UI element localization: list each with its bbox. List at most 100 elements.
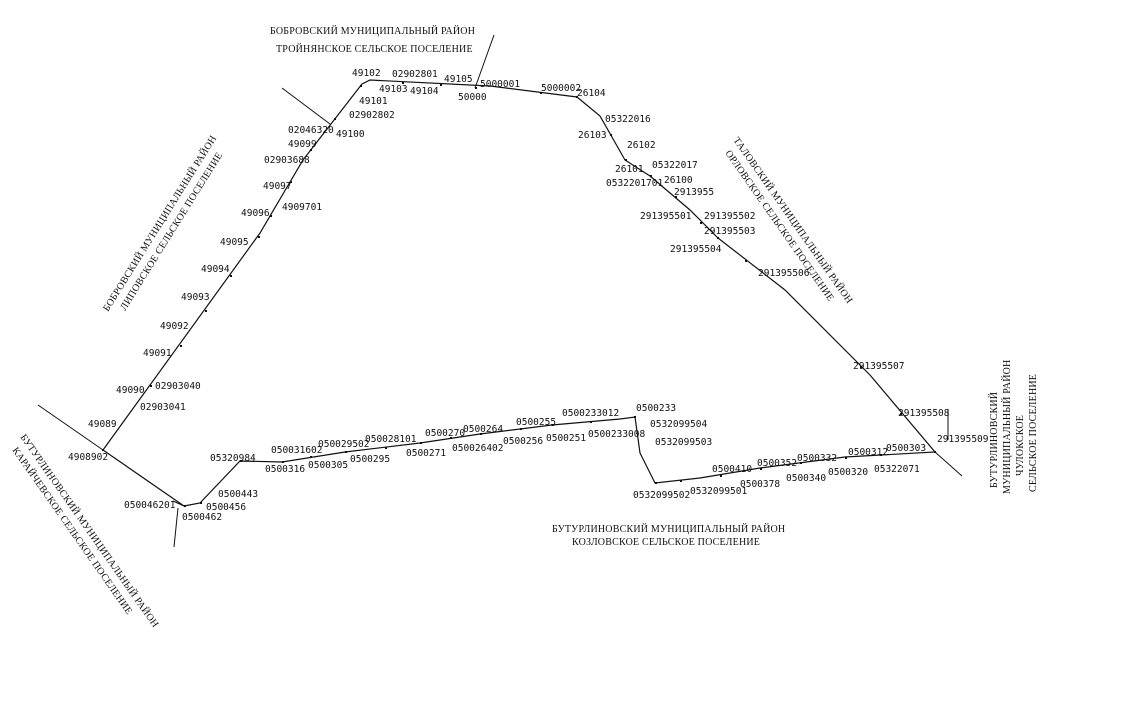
region-south-settlement: КОЗЛОВСКОЕ СЕЛЬСКОЕ ПОСЕЛЕНИЕ (572, 537, 760, 548)
point-label: 291395503 (704, 226, 755, 237)
point-label: 291395509 (937, 434, 989, 445)
point-label: 02902802 (349, 110, 395, 121)
point-label: 0500270 (425, 428, 465, 439)
point-label: 49104 (410, 86, 439, 97)
point-label: 50000 (458, 92, 487, 103)
point-label: 02902801 (392, 69, 438, 80)
point-label: 49093 (181, 292, 210, 303)
point-label: 49099 (288, 139, 317, 150)
point-label: 49100 (336, 129, 365, 140)
region-caption-west: БОБРОВСКИЙ МУНИЦИПАЛЬНЫЙ РАЙОН ЛИПОВСКОЕ… (100, 133, 225, 313)
point-label: 0500295 (350, 454, 390, 465)
point-label: 050028101 (365, 434, 417, 445)
point-label: 0532099502 (633, 490, 690, 501)
point-label: 0500312 (848, 447, 888, 458)
point-label: 0500233 (636, 403, 676, 414)
point-label: 0500378 (740, 479, 780, 490)
point-label: 4909701 (282, 202, 322, 213)
point-label: 0500233012 (562, 408, 619, 419)
region-west-settlement: ЛИПОВСКОЕ СЕЛЬСКОЕ ПОСЕЛЕНИЕ (118, 151, 225, 313)
point-label: 02046320 (288, 125, 334, 136)
region-caption-east: ТАЛОВСКИЙ МУНИЦИПАЛЬНЫЙ РАЙОН ОРЛОВСКОЕ … (723, 135, 856, 306)
point-label: 0532099503 (655, 437, 712, 448)
adjacent-boundary-west-1 (37, 404, 104, 451)
point-label: 26100 (664, 175, 693, 186)
point-label: 05322016 (605, 114, 651, 125)
point-label: 291395502 (704, 211, 755, 222)
point-label: 291395501 (640, 211, 692, 222)
point-label: 0500271 (406, 448, 446, 459)
point-label: 0500305 (308, 460, 348, 471)
point-label: 49103 (379, 84, 408, 95)
point-label: 02903041 (140, 402, 186, 413)
point-label: 050026402 (452, 443, 503, 454)
region-caption-south: БУТУРЛИНОВСКИЙ МУНИЦИПАЛЬНЫЙ РАЙОН КОЗЛО… (552, 523, 785, 548)
region-southeast-line2: МУНИЦИПАЛЬНЫЙ РАЙОН (1001, 360, 1013, 494)
point-label: 02903688 (264, 155, 310, 166)
point-label: 0500255 (516, 417, 556, 428)
region-south-district: БУТУРЛИНОВСКИЙ МУНИЦИПАЛЬНЫЙ РАЙОН (552, 523, 785, 535)
point-label: 0500340 (786, 473, 826, 484)
point-label: 0500352 (757, 458, 797, 469)
point-label: 291395506 (758, 268, 810, 279)
point-label: 0500443 (218, 489, 258, 500)
point-label: 0532099504 (650, 419, 707, 430)
point-label: 0500264 (463, 424, 503, 435)
point-label: 291395504 (670, 244, 722, 255)
point-label: 49091 (143, 348, 172, 359)
region-north-district: БОБРОВСКИЙ МУНИЦИПАЛЬНЫЙ РАЙОН (270, 25, 475, 37)
point-label: 050046201 (124, 500, 176, 511)
boundary-ticks (102, 82, 936, 507)
point-label: 050031602 (271, 445, 322, 456)
region-north-settlement: ТРОЙНЯНСКОЕ СЕЛЬСКОЕ ПОСЕЛЕНИЕ (276, 43, 473, 55)
point-label: 49089 (88, 419, 117, 430)
region-southwest-settlement: КАРАЙЧЕВСКОЕ СЕЛЬСКОЕ ПОСЕЛЕНИЕ (10, 445, 135, 617)
point-label: 050029502 (318, 439, 369, 450)
point-label: 0500316 (265, 464, 305, 475)
point-label: 291395508 (898, 408, 950, 419)
point-label: 49102 (352, 68, 381, 79)
point-label: 49097 (263, 181, 292, 192)
region-caption-southeast: БУТУРЛИНОВСКИЙ МУНИЦИПАЛЬНЫЙ РАЙОН ЧУЛОК… (988, 360, 1039, 494)
adjacent-boundary-se-1 (934, 451, 963, 477)
point-label: 49094 (201, 264, 230, 275)
point-label: 0500456 (206, 502, 246, 513)
point-label: 4908902 (68, 452, 108, 463)
point-label: 5000001 (480, 79, 520, 90)
point-label: 49090 (116, 385, 145, 396)
region-southeast-line4: СЕЛЬСКОЕ ПОСЕЛЕНИЕ (1028, 374, 1039, 492)
point-label: 49095 (220, 237, 249, 248)
labels-west-edge: 4908902 49089 02903041 02903040 49090 49… (68, 96, 395, 463)
point-label: 5000002 (541, 83, 581, 94)
point-label: 0500303 (886, 443, 926, 454)
point-label: 0532099501 (690, 486, 747, 497)
point-label: 49105 (444, 74, 473, 85)
point-label: 2913955 (674, 187, 714, 198)
point-label: 49092 (160, 321, 189, 332)
labels-south-edge-west: 0500233008 0500233012 0500251 0500255 05… (124, 408, 645, 523)
point-label: 26104 (577, 88, 606, 99)
point-label: 0500410 (712, 464, 752, 475)
point-label: 0532201701 (606, 178, 663, 189)
point-label: 49101 (359, 96, 388, 107)
point-label: 0500462 (182, 512, 222, 523)
point-label: 05322017 (652, 160, 698, 171)
point-label: 0500251 (546, 433, 586, 444)
adjacent-boundary-n (474, 34, 495, 89)
point-label: 05320984 (210, 453, 256, 464)
point-label: 26101 (615, 164, 644, 175)
labels-north-edge: 49102 49103 02902801 49104 49105 50000 5… (352, 68, 606, 103)
point-label: 0500233008 (588, 429, 645, 440)
point-label: 26102 (627, 140, 656, 151)
point-label: 291395507 (853, 361, 904, 372)
point-label: 05322071 (874, 464, 920, 475)
labels-east-edge: 05322016 26103 26102 05322017 26101 2610… (578, 114, 989, 445)
adjacent-boundary-west-2 (172, 500, 185, 507)
adjacent-boundary-nw (281, 87, 331, 125)
region-southeast-line1: БУТУРЛИНОВСКИЙ (988, 392, 1000, 488)
labels-south-edge-east: 05322071 0500303 0500312 0500320 0500332… (633, 403, 926, 501)
adjacent-boundary-sw (173, 507, 179, 548)
point-label: 49096 (241, 208, 270, 219)
point-label: 0500320 (828, 467, 868, 478)
